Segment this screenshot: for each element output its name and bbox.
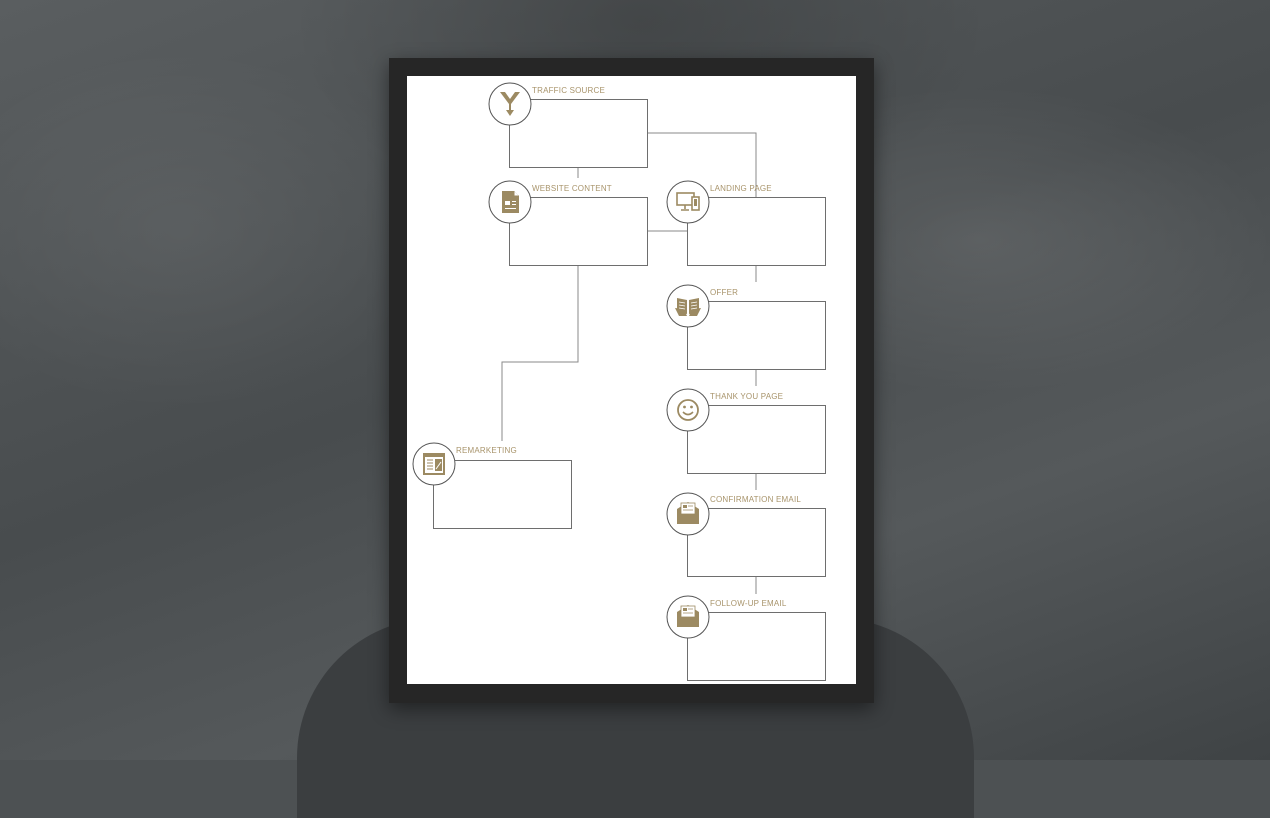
envelope-icon [677,605,699,627]
browser-ad-icon [423,453,445,475]
smiley-icon [677,399,699,421]
open-book-icon [675,298,701,316]
box-traffic-source [509,99,648,168]
funnel-icon [500,92,520,116]
label-offer: OFFER [710,288,739,297]
connector-lines [501,132,757,594]
label-website-content: WEBSITE CONTENT [532,184,612,193]
label-remarketing: REMARKETING [456,446,517,455]
diagram-paper [407,76,856,684]
box-website-content [509,197,648,266]
connector-content-to-remarketing [501,265,579,441]
devices-icon [676,192,700,211]
box-landing-page [687,197,826,266]
label-follow-up-email: FOLLOW-UP EMAIL [710,599,787,608]
funnel-diagram [412,82,826,681]
connector-traffic-to-landing [648,132,757,197]
box-remarketing [433,460,572,529]
box-confirmation-email [687,508,826,577]
box-thank-you-page [687,405,826,474]
label-confirmation-email: CONFIRMATION EMAIL [710,495,802,504]
document-icon [502,191,519,213]
box-follow-up-email [687,612,826,681]
box-offer [687,301,826,370]
label-traffic-source: TRAFFIC SOURCE [532,86,606,95]
envelope-icon [677,502,699,524]
label-thank-you-page: THANK YOU PAGE [710,392,784,401]
label-landing-page: LANDING PAGE [710,184,772,193]
